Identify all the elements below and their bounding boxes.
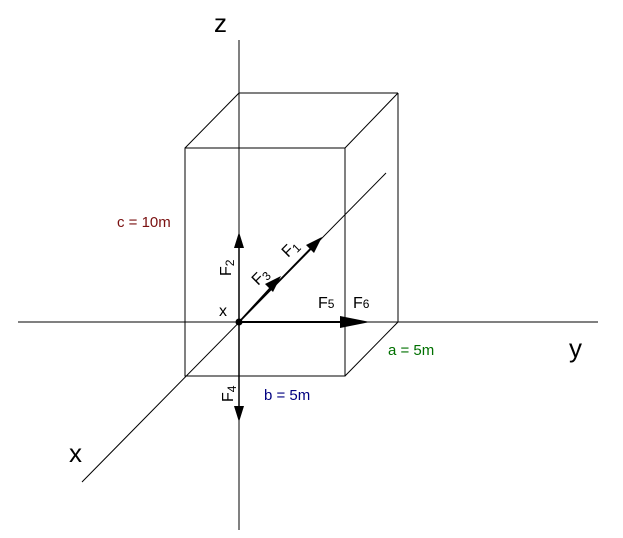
f2-label-sub: 2 [223,259,237,266]
f4-label-base: F [220,392,237,402]
y-axis-label: y [569,333,582,363]
f5-label-sub: 5 [328,297,335,311]
f5-f6-arrowhead [340,316,370,328]
box-depth-edge-bottom-right [344,321,399,377]
f2-label: F2 [218,259,237,276]
dimension-a-label: a = 5m [388,342,434,359]
f2-label-base: F [218,266,235,276]
box-depth-edge-top-right [344,92,399,149]
f1-arrow-shaft [238,246,313,323]
dimension-c-label: c = 10m [117,214,171,231]
f6-label-sub: 6 [363,297,370,311]
box-front-face [184,147,346,377]
f4-arrowhead [234,406,244,422]
f4-label-sub: 4 [225,385,239,392]
f3-arrowhead [265,276,281,292]
box-depth-edge-top-left [184,92,240,149]
dimension-b-label: b = 5m [264,387,310,404]
f6-label-base: F [353,295,363,312]
f4-label: F4 [220,385,239,402]
x-axis-label: x [69,438,82,468]
f6-label: F6 [353,295,370,312]
f5-label: F5 [318,295,335,312]
x-axis [81,172,387,483]
f2-arrowhead [234,232,244,248]
f5-label-base: F [318,295,328,312]
z-axis-label: z [214,8,227,38]
f1-arrowhead [306,237,322,253]
origin-point [235,318,243,326]
origin-label: x [219,303,227,320]
